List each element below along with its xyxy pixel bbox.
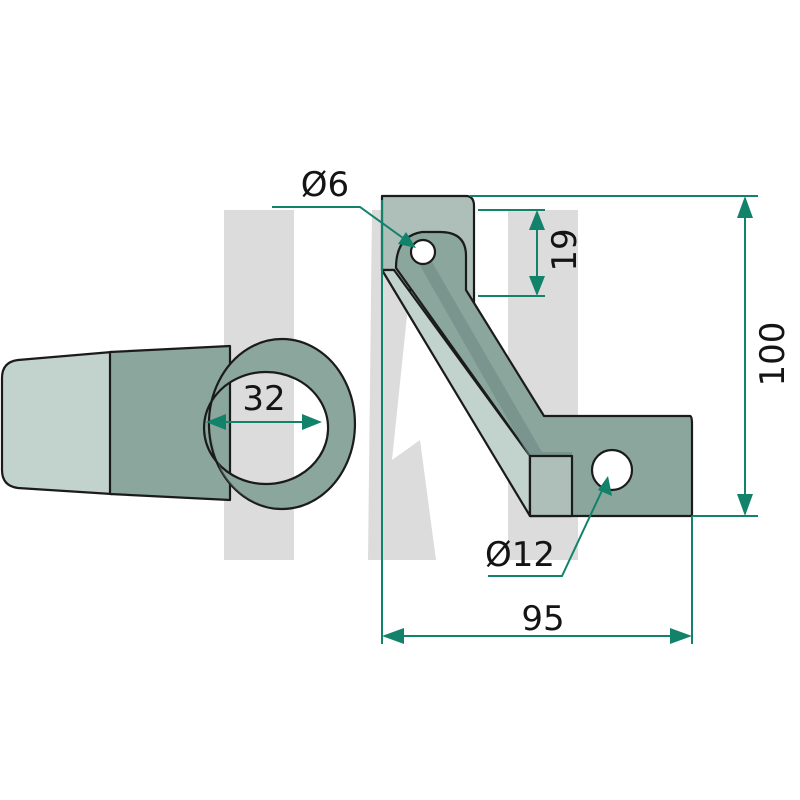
arrowhead-height-bottom xyxy=(737,494,753,516)
watermark-logo xyxy=(224,210,578,560)
dimension-width: 95 xyxy=(381,200,693,644)
dimension-label-width: 95 xyxy=(521,599,564,639)
arrowhead-height-top xyxy=(737,196,753,218)
arrowhead-hole-large xyxy=(598,476,612,496)
bracket-side-face xyxy=(528,454,574,518)
arrowhead-bore-right xyxy=(302,414,322,430)
dimension-hole-small: Ø6 xyxy=(272,165,416,248)
dimension-spacing: 19 xyxy=(478,209,585,297)
lever-arm xyxy=(108,344,232,502)
dimension-label-bore: 32 xyxy=(242,379,285,419)
lever-eye-ring xyxy=(202,337,356,511)
bracket-part xyxy=(380,194,694,518)
lever-tip xyxy=(0,350,114,496)
hole-large xyxy=(590,448,634,492)
dimension-label-hole-large: Ø12 xyxy=(485,535,555,575)
dimension-label-spacing: 19 xyxy=(545,228,585,271)
hole-small xyxy=(409,238,437,266)
arrowhead-width-right xyxy=(670,628,692,644)
dimension-bore: 32 xyxy=(206,379,322,430)
leader-hole-small xyxy=(272,206,415,247)
eye-lever-part xyxy=(0,337,356,511)
leader-hole-large xyxy=(488,481,607,577)
bracket-arm-inner xyxy=(418,262,572,516)
arrowhead-spacing-top xyxy=(529,210,545,230)
arrowhead-bore-left xyxy=(206,414,226,430)
dimension-label-hole-small: Ø6 xyxy=(301,165,349,205)
watermark-hook xyxy=(368,210,436,560)
arrowhead-hole-small xyxy=(398,232,416,248)
dimension-hole-large: Ø12 xyxy=(485,476,612,577)
arrowhead-width-left xyxy=(382,628,404,644)
dimension-label-height: 100 xyxy=(753,322,793,387)
arrowhead-spacing-bottom xyxy=(529,276,545,296)
dimension-height: 100 xyxy=(470,195,793,517)
